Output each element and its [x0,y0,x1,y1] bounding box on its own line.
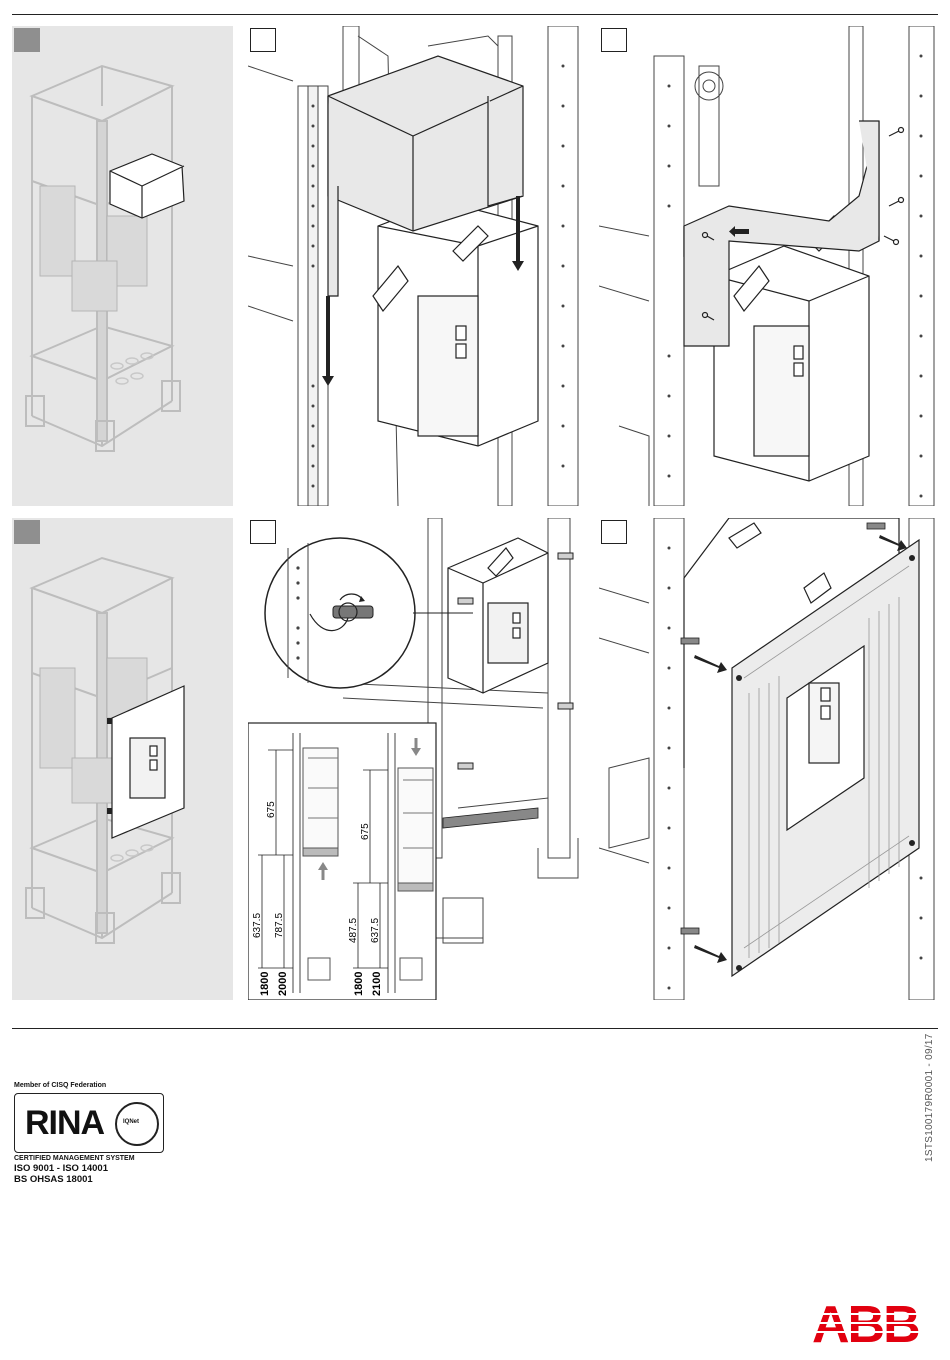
dim-b-mid2: 637.5 [370,918,381,943]
iso-text: ISO 9001 - ISO 14001 [14,1163,108,1174]
ohsas-text: BS OHSAS 18001 [14,1174,93,1185]
cisq-member-text: Member of CISQ Federation [14,1082,106,1089]
step-3-screw-fix-panel [599,26,937,506]
certified-system-text: CERTIFIED MANAGEMENT SYSTEM [14,1155,135,1162]
dim-b-top: 675 [360,823,371,840]
dim-a-h1: 1800 [259,972,271,996]
rail-setup-drawing: 675 637.5 787.5 1800 2000 675 487.5 637.… [248,518,581,1000]
step-4-overview-panel [12,518,233,1000]
dim-b-mid1: 487.5 [348,918,359,943]
cabinet-overview-drawing-2 [12,518,233,1000]
step-5-rail-setup-panel: 675 637.5 787.5 1800 2000 675 487.5 637.… [248,518,581,1000]
rina-logo: RINA IQNet [14,1093,164,1153]
dim-a-top: 675 [266,801,277,818]
document-code-text: 1STS100179R0001 - 09/17 [924,1033,935,1162]
rina-logo-text: RINA [25,1104,104,1143]
certification-block: Member of CISQ Federation RINA IQNet CER… [14,1082,254,1172]
iqnet-seal-text: IQNet [123,1119,139,1125]
abb-logo: ABB [812,1300,940,1346]
cabinet-overview-drawing-1 [12,26,233,506]
front-panel-drawing [599,518,937,1000]
top-rule [12,14,938,15]
cover-install-drawing [248,26,581,506]
bottom-rule [12,1028,938,1029]
step-1-overview-panel [12,26,233,506]
dim-a-mid1: 637.5 [252,913,263,938]
screw-fix-drawing [599,26,937,506]
step-6-front-panel-panel [599,518,937,1000]
document-code: 1STS100179R0001 - 09/17 [920,1050,940,1160]
step-2-cover-install-panel [248,26,581,506]
dim-a-h2: 2000 [277,972,289,996]
dim-a-mid2: 787.5 [274,913,285,938]
dim-b-h1: 1800 [353,972,365,996]
dim-b-h2: 2100 [371,972,383,996]
